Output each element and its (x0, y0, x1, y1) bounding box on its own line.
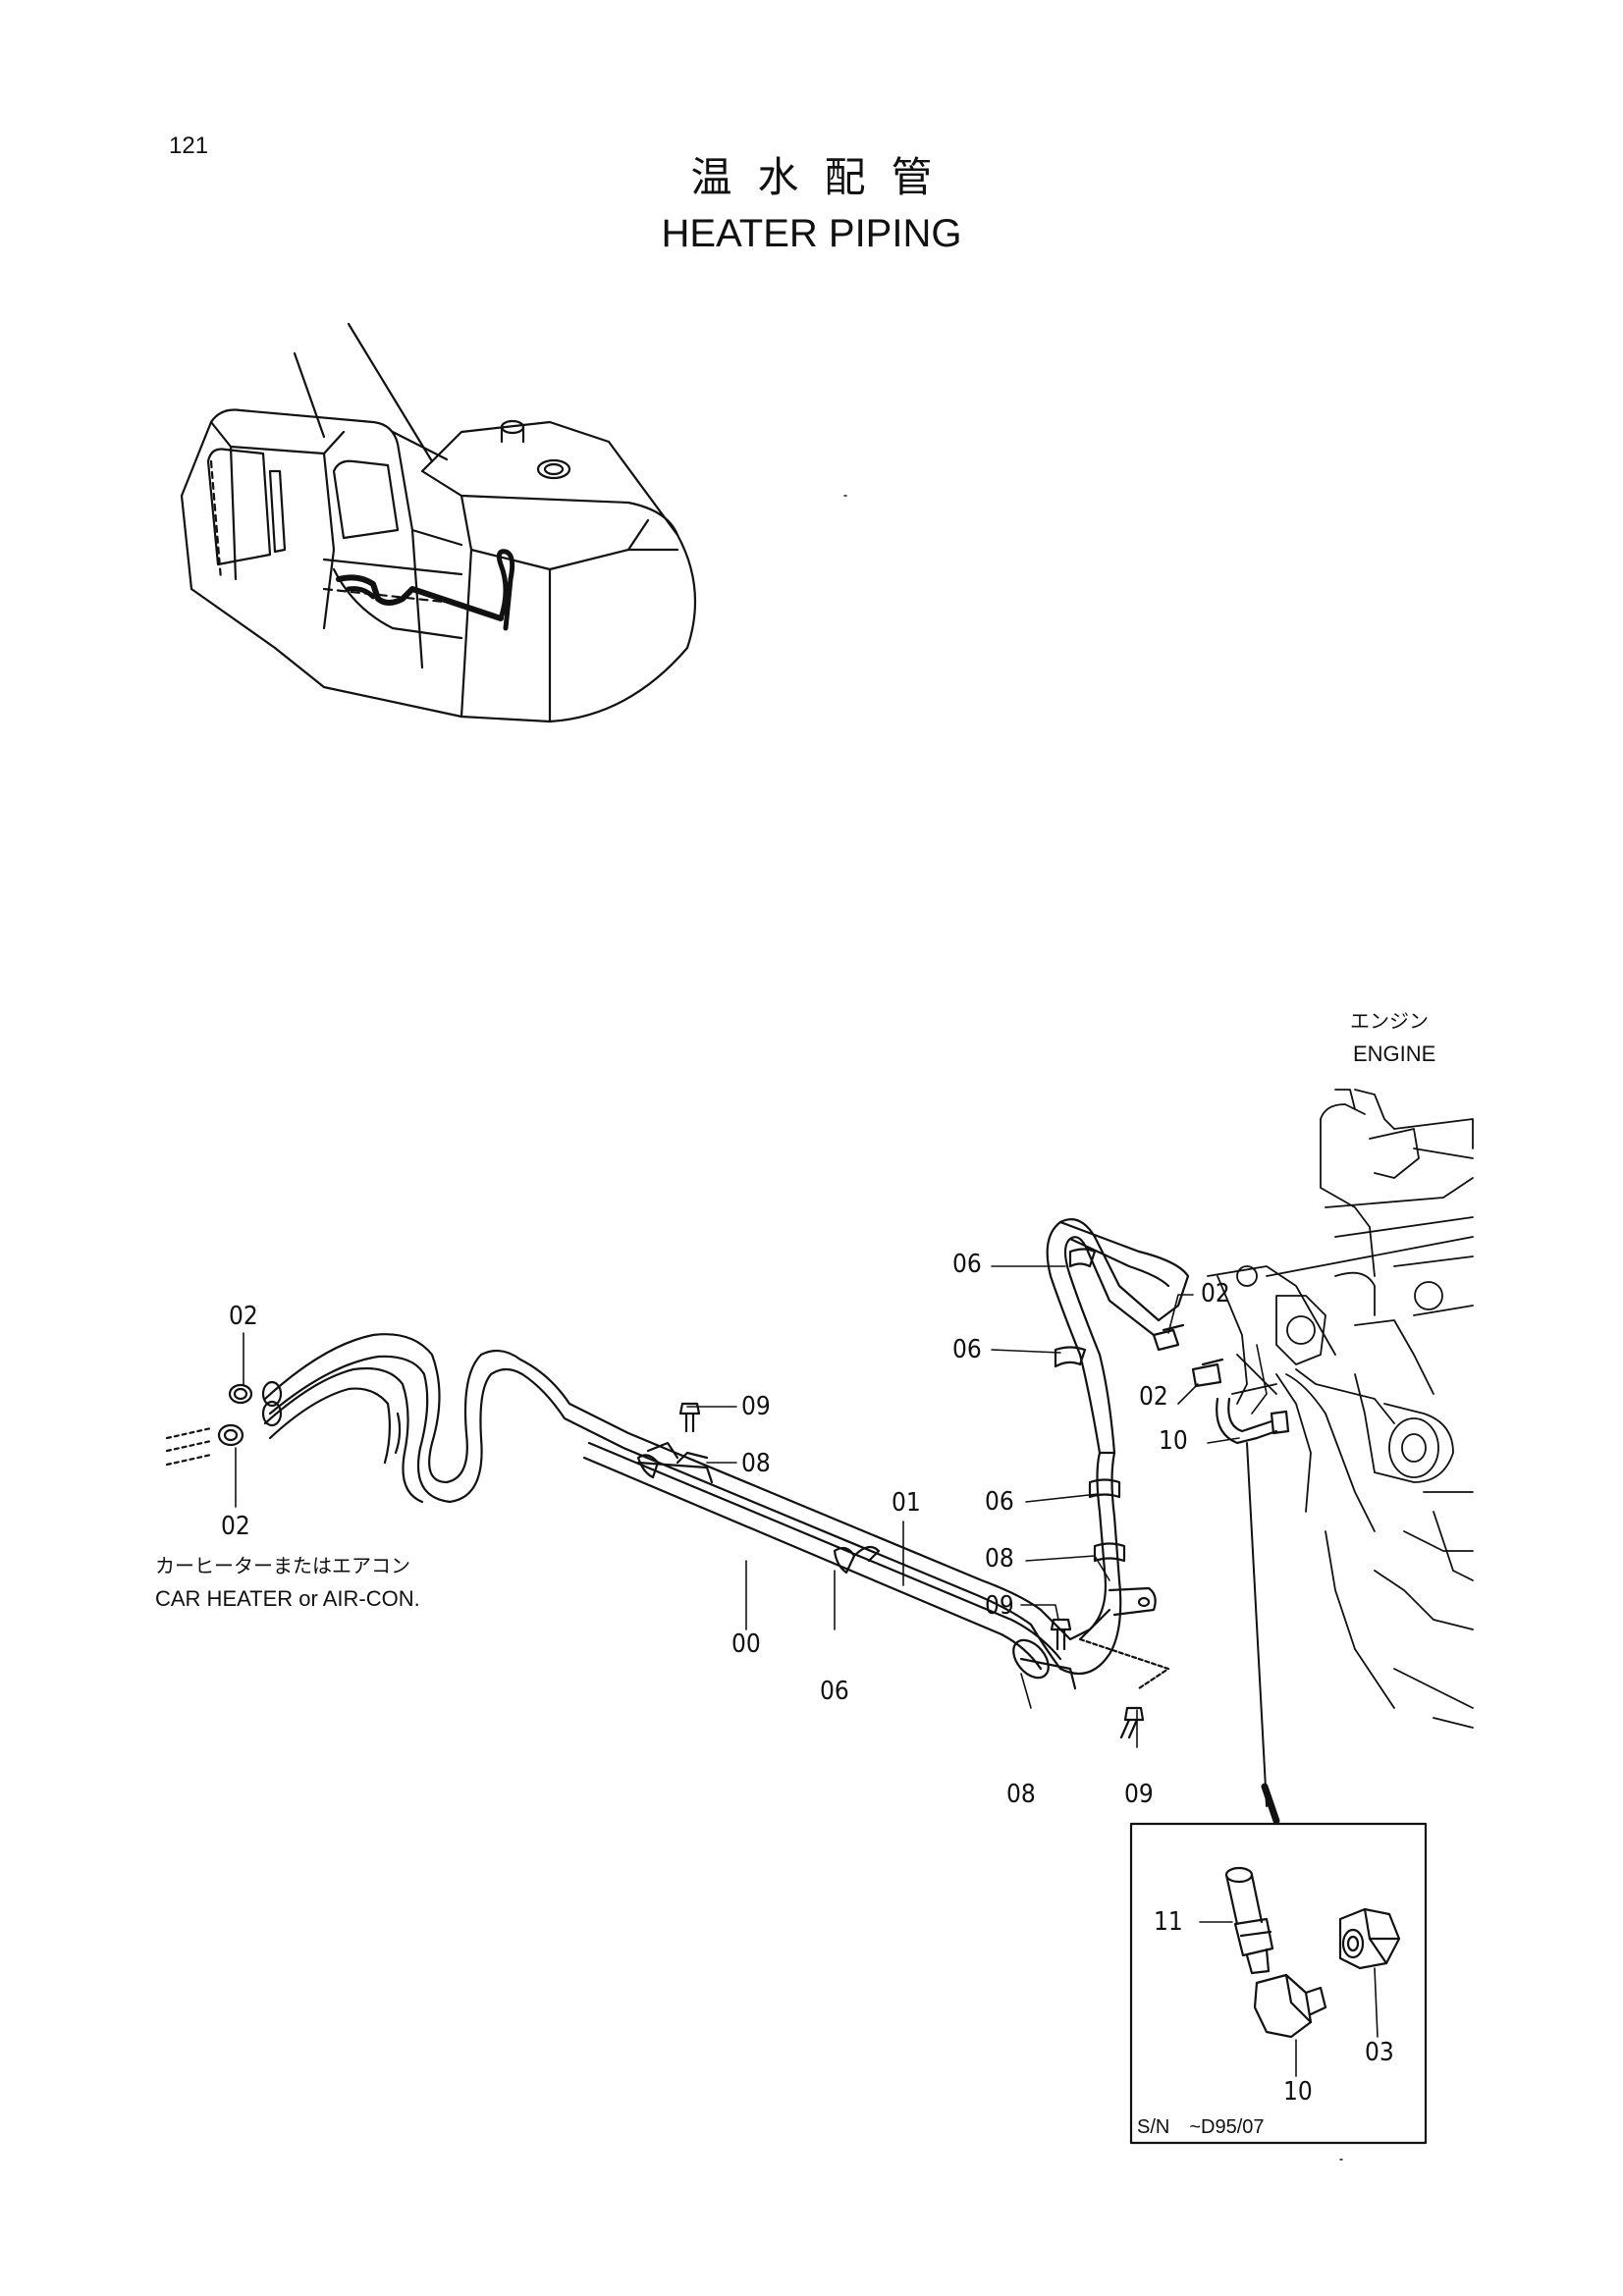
detail-fittings (1199, 1866, 1401, 2077)
detail-arrow (1246, 1442, 1280, 1825)
engine-label: ENGINE (1353, 1041, 1436, 1066)
leader-lines (235, 1265, 1240, 1748)
detail-box (1129, 1822, 1428, 2145)
engine-label-jp: エンジン (1350, 1009, 1429, 1033)
car-heater-label: CAR HEATER or AIR-CON. (155, 1586, 420, 1611)
hose-clamp-icon (228, 1383, 253, 1405)
callout-08: 08 (1006, 1780, 1036, 1809)
callout-10: 10 (1159, 1426, 1188, 1456)
car-heater-label-jp: カーヒーターまたはエアコン (155, 1554, 410, 1577)
bolt-icon (1119, 1706, 1145, 1739)
page-title-japanese: 温水配管 (690, 153, 958, 201)
bolt-icon (678, 1402, 701, 1433)
callout-09: 09 (985, 1591, 1014, 1621)
callout-02: 02 (1139, 1382, 1168, 1412)
heater-hose-assembly (165, 1218, 1190, 1690)
callout-03: 03 (1365, 2038, 1394, 2067)
bolt-icon (1050, 1618, 1072, 1651)
elbow-fitting-icon (1216, 1344, 1290, 1445)
callout-09: 09 (1124, 1780, 1154, 1809)
callout-08: 08 (985, 1544, 1014, 1574)
callout-11: 11 (1154, 1907, 1183, 1937)
page-number: 121 (169, 133, 209, 159)
callout-09: 09 (741, 1392, 771, 1421)
callout-06: 06 (952, 1335, 982, 1364)
callout-10: 10 (1283, 2077, 1313, 2107)
engine-illustration (1207, 1089, 1474, 1729)
callout-01: 01 (892, 1488, 921, 1518)
callout-00: 00 (731, 1629, 761, 1659)
excavator-overview-illustration (180, 322, 697, 723)
hose-clamp-icon (1152, 1323, 1185, 1352)
callout-06: 06 (985, 1487, 1014, 1517)
page-title: HEATER PIPING (661, 212, 962, 255)
hose-clamp-icon (1191, 1358, 1224, 1388)
hose-clamp-icon (217, 1423, 244, 1447)
callout-08: 08 (741, 1449, 771, 1478)
callout-02: 02 (1201, 1279, 1230, 1308)
callout-02: 02 (221, 1512, 250, 1541)
callout-06: 06 (952, 1250, 982, 1279)
serial-number-note: S/N ~D95/07 (1137, 2116, 1265, 2138)
callout-06: 06 (820, 1677, 849, 1706)
callout-02: 02 (229, 1302, 258, 1331)
